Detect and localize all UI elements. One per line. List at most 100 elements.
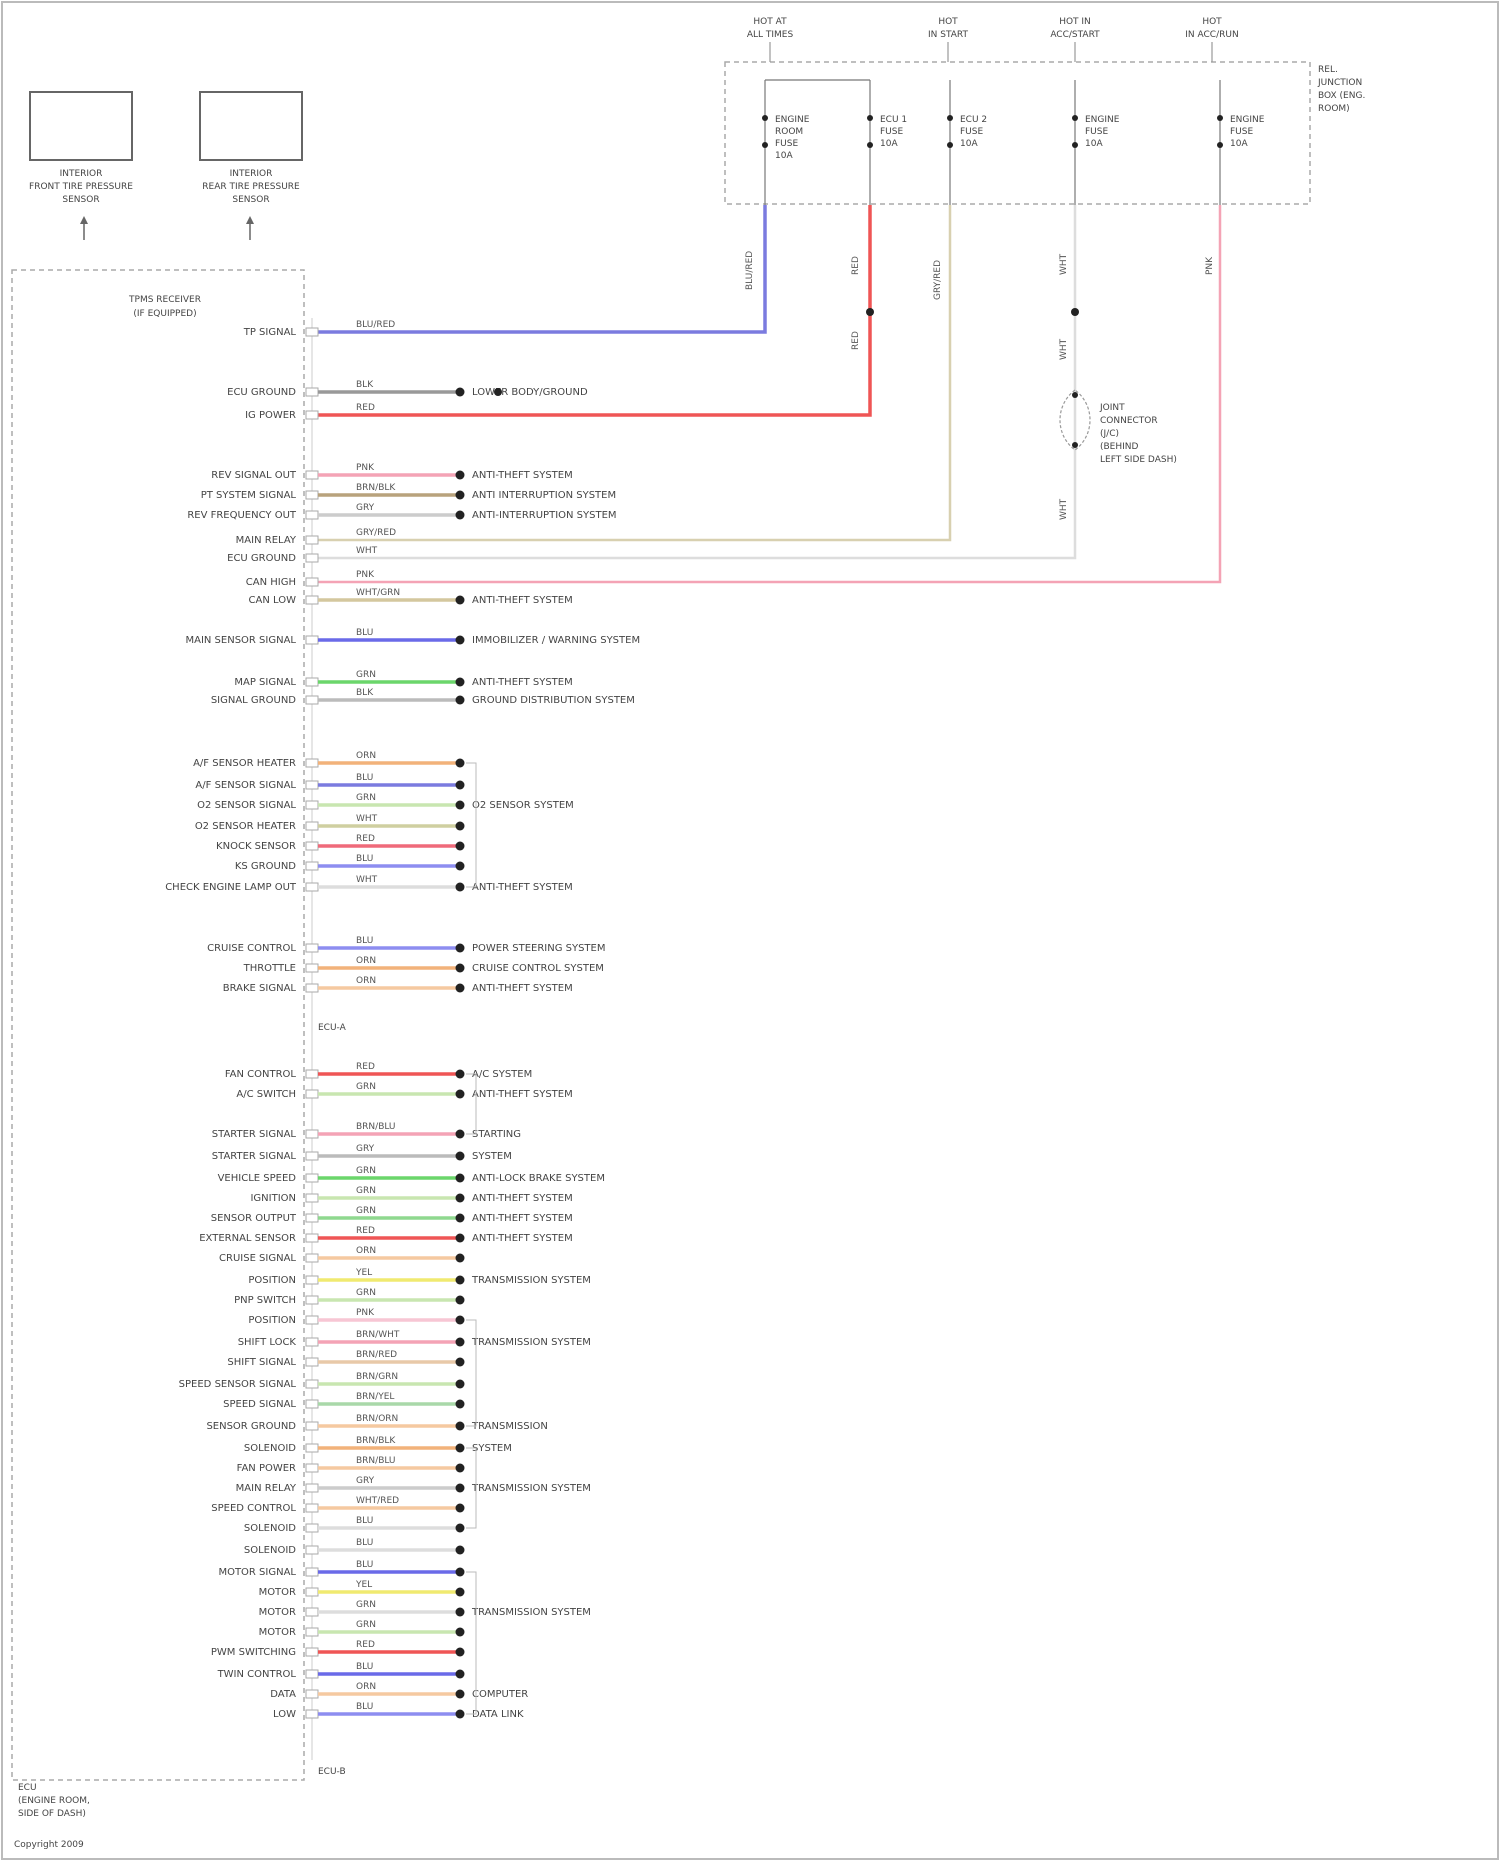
pin-terminal-icon	[306, 536, 318, 544]
pin-function-label: SHIFT LOCK	[238, 1337, 297, 1348]
tpms-label: (IF EQUIPPED)	[133, 309, 196, 319]
pin-terminal-icon	[306, 1296, 318, 1304]
pin-function-label: A/F SENSOR HEATER	[193, 758, 296, 769]
pin-terminal-icon	[306, 1380, 318, 1388]
fuse-item-label: 10A	[960, 139, 978, 149]
fuse-terminal-icon	[947, 142, 953, 148]
wire-end-icon	[456, 1276, 465, 1285]
fuse-item-label: ENGINE	[1085, 115, 1120, 125]
pin-terminal-icon	[306, 491, 318, 499]
destination-label: LOWER BODY/GROUND	[472, 387, 588, 398]
pin-terminal-icon	[306, 1276, 318, 1284]
svg-text:REL.: REL.	[1318, 65, 1338, 75]
wire-color-label: ORN	[356, 956, 376, 966]
fuse-item-label: FUSE	[1085, 127, 1108, 137]
fuse-item-label: 10A	[775, 151, 793, 161]
wire-end-icon	[456, 636, 465, 645]
pin-terminal-icon	[306, 1422, 318, 1430]
wire-end-icon	[456, 388, 465, 397]
wire-end-icon	[456, 1568, 465, 1577]
svg-text:(BEHIND: (BEHIND	[1100, 442, 1139, 452]
pin-terminal-icon	[306, 328, 318, 336]
pin-function-label: STARTER SIGNAL	[212, 1129, 297, 1140]
pin-function-label: CAN HIGH	[246, 577, 296, 588]
pin-terminal-icon	[306, 696, 318, 704]
wire-end-icon	[456, 1070, 465, 1079]
wire-color-label: BLU	[356, 628, 373, 638]
destination-label: POWER STEERING SYSTEM	[472, 943, 606, 954]
wire-end-icon	[456, 1316, 465, 1325]
destination-label: ANTI-THEFT SYSTEM	[472, 595, 573, 606]
pin-function-label: CRUISE CONTROL	[207, 943, 296, 954]
pin-terminal-icon	[306, 388, 318, 396]
wire-end-icon	[456, 1296, 465, 1305]
wire-color-label: ORN	[356, 751, 376, 761]
wire-color-label: BRN/RED	[356, 1350, 397, 1360]
fuse-label: HOT	[1202, 17, 1222, 27]
wire-label: WHT	[1059, 253, 1069, 275]
pin-terminal-icon	[306, 636, 318, 644]
wire-end-icon	[456, 1484, 465, 1493]
wire-end-icon	[456, 1338, 465, 1347]
pin-function-label: SIGNAL GROUND	[211, 695, 296, 706]
fuse-terminal-icon	[1072, 115, 1078, 121]
pin-function-label: PWM SWITCHING	[211, 1647, 296, 1658]
wire-end-icon	[456, 1608, 465, 1617]
wire-end-icon	[456, 1400, 465, 1409]
wire-end-icon	[456, 1588, 465, 1597]
destination-label: TRANSMISSION	[471, 1421, 548, 1432]
wire-end-icon	[456, 596, 465, 605]
destination-label: O2 SENSOR SYSTEM	[472, 800, 574, 811]
fuse-item-label: FUSE	[960, 127, 983, 137]
wire-color-label: GRN	[356, 670, 376, 680]
wire-end-icon	[456, 1234, 465, 1243]
pin-terminal-icon	[306, 471, 318, 479]
pin-terminal-icon	[306, 822, 318, 830]
pin-terminal-icon	[306, 1174, 318, 1182]
wire-color-label: PNK	[356, 570, 375, 580]
sensor-label: REAR TIRE PRESSURE	[202, 182, 300, 192]
wire-color-label: BRN/BLU	[356, 1456, 396, 1466]
pin-terminal-icon	[306, 1608, 318, 1616]
wire-end-icon	[456, 842, 465, 851]
wire-end-icon	[456, 883, 465, 892]
pin-terminal-icon	[306, 1464, 318, 1472]
pin-terminal-icon	[306, 1194, 318, 1202]
fuse-terminal-icon	[947, 115, 953, 121]
pin-terminal-icon	[306, 801, 318, 809]
svg-text:ROOM): ROOM)	[1318, 104, 1350, 114]
pin-function-label: MOTOR SIGNAL	[218, 1567, 296, 1578]
wire-color-label: GRN	[356, 1082, 376, 1092]
wire-end-icon	[456, 1194, 465, 1203]
wire-end-icon	[456, 1546, 465, 1555]
pin-function-label: MOTOR	[259, 1587, 296, 1598]
pin-terminal-icon	[306, 1710, 318, 1718]
pin-function-label: SOLENOID	[244, 1523, 296, 1534]
pin-function-label: IGNITION	[250, 1193, 296, 1204]
wire-color-label: ORN	[356, 1246, 376, 1256]
wire-color-label: GRN	[356, 1206, 376, 1216]
pin-terminal-icon	[306, 578, 318, 586]
pin-function-label: SENSOR GROUND	[206, 1421, 296, 1432]
fuse-terminal-icon	[1072, 142, 1078, 148]
wire-color-label: WHT	[356, 814, 378, 824]
pin-terminal-icon	[306, 1254, 318, 1262]
fuse-item-label: FUSE	[1230, 127, 1253, 137]
pin-terminal-icon	[306, 1338, 318, 1346]
wire-end-icon	[456, 862, 465, 871]
wire-color-label: BRN/BLK	[356, 483, 396, 493]
wire-label: BLU/RED	[745, 251, 755, 290]
pin-terminal-icon	[306, 1670, 318, 1678]
fuse-item-label: ROOM	[775, 127, 803, 137]
wire-end-icon	[456, 1254, 465, 1263]
wire-end-icon	[456, 1380, 465, 1389]
pin-function-label: SPEED SENSOR SIGNAL	[179, 1379, 297, 1390]
wire-end-icon	[456, 696, 465, 705]
pin-function-label: KS GROUND	[235, 861, 296, 872]
pin-function-label: CHECK ENGINE LAMP OUT	[165, 882, 297, 893]
pin-terminal-icon	[306, 944, 318, 952]
wire-color-label: BLU	[356, 1560, 373, 1570]
fuse-item-label: 10A	[880, 139, 898, 149]
fuse-item-label: ECU 2	[960, 115, 987, 125]
pin-function-label: ECU GROUND	[227, 387, 296, 398]
